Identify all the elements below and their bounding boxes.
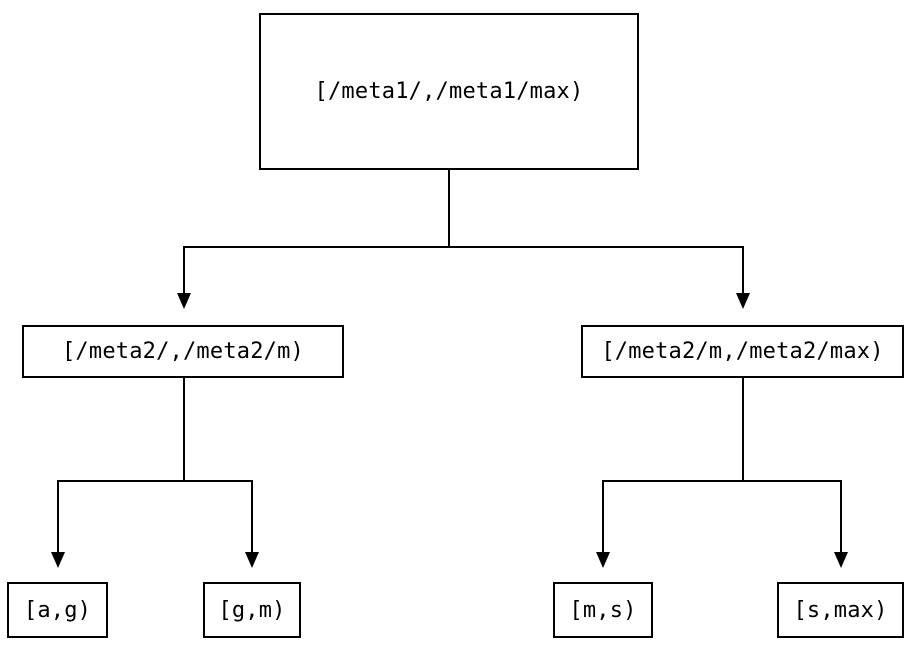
connector-meta2-left-stem (183, 378, 185, 482)
connector-level2-right-bar (602, 480, 842, 482)
connector-root-stem (448, 170, 450, 248)
connector-level2-left-left-drop (57, 480, 59, 552)
connector-level1-bar (183, 246, 744, 248)
connector-level1-right-drop (742, 246, 744, 293)
node-leaf-m-s: [m,s) (553, 582, 653, 638)
connector-level1-left-drop (183, 246, 185, 293)
connector-level2-left-bar (57, 480, 253, 482)
node-leaf-a-g: [a,g) (7, 582, 108, 638)
arrow-down-icon (177, 293, 191, 309)
arrow-down-icon (736, 293, 750, 309)
arrow-down-icon (51, 552, 65, 568)
connector-level2-right-left-drop (602, 480, 604, 552)
arrow-down-icon (834, 552, 848, 568)
connector-level2-right-right-drop (840, 480, 842, 552)
arrow-down-icon (596, 552, 610, 568)
connector-meta2-right-stem (742, 378, 744, 482)
arrow-down-icon (245, 552, 259, 568)
node-leaf-g-m: [g,m) (203, 582, 301, 638)
node-root-meta1-range: [/meta1/,/meta1/max) (259, 13, 639, 170)
node-meta2-right-range: [/meta2/m,/meta2/max) (581, 325, 904, 378)
node-leaf-s-max: [s,max) (777, 582, 904, 638)
node-meta2-left-range: [/meta2/,/meta2/m) (22, 325, 344, 378)
connector-level2-left-right-drop (251, 480, 253, 552)
